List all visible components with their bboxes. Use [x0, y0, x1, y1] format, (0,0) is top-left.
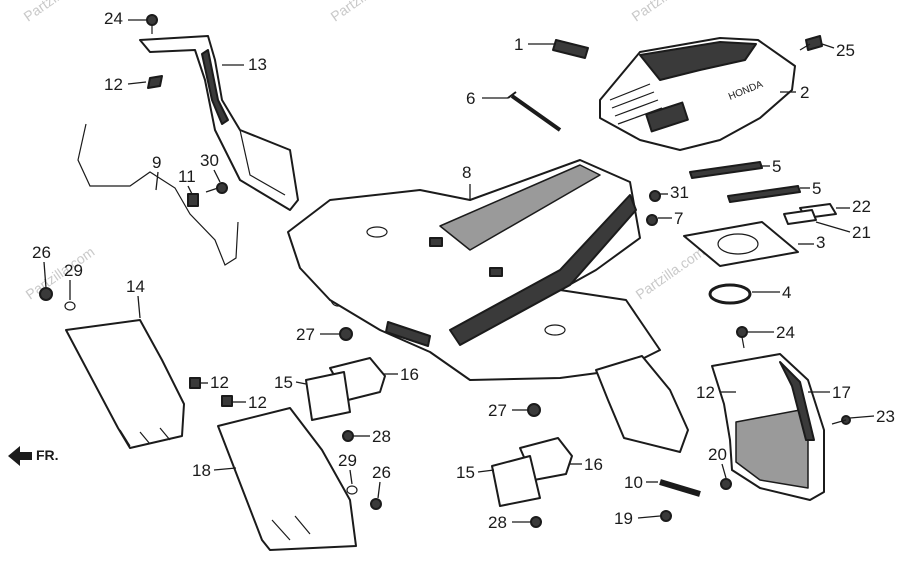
callout-28-center: 28	[488, 513, 507, 532]
callout-21: 21	[852, 223, 871, 242]
callout-22: 22	[852, 197, 871, 216]
part-10-rod	[659, 478, 732, 522]
callout-12-mid-a: 12	[210, 373, 229, 392]
callout-29-center: 29	[338, 451, 357, 470]
part-17-rear-flap	[711, 353, 825, 501]
callout-1: 1	[514, 35, 523, 54]
callout-10: 10	[624, 473, 643, 492]
callout-12-top: 12	[104, 75, 123, 94]
front-direction-arrow: FR.	[8, 446, 59, 466]
part-26-29-left	[39, 287, 76, 311]
callout-20: 20	[708, 445, 727, 464]
watermark-mid-right: Partzilla.com	[633, 243, 708, 302]
callout-15-center: 15	[456, 463, 475, 482]
callout-3: 3	[816, 233, 825, 252]
watermark-top-left: Partzilla.com	[21, 0, 96, 24]
part-6-rod	[507, 91, 562, 132]
part-9-cable	[77, 123, 239, 266]
callout-12-mid-b: 12	[248, 393, 267, 412]
callout-23: 23	[876, 407, 895, 426]
callout-layer: 24 13 12 9 11 30 26 29 14 12 12 27 15	[32, 9, 895, 532]
direction-label: FR.	[36, 447, 59, 463]
callout-28-left: 28	[372, 427, 391, 446]
inner-fender-right	[595, 355, 689, 453]
part-23-bolt	[831, 415, 851, 425]
callout-15-left: 15	[274, 373, 293, 392]
part-18-fender-flap	[217, 407, 357, 551]
part-14-mud-flap	[65, 319, 185, 449]
callout-19: 19	[614, 509, 633, 528]
callout-12-right: 12	[696, 383, 715, 402]
callout-14: 14	[126, 277, 145, 296]
part-1-tab	[552, 39, 589, 59]
callout-25: 25	[836, 41, 855, 60]
part-29-26-center	[346, 485, 382, 510]
callout-5-b: 5	[812, 179, 821, 198]
callout-29-left: 29	[64, 261, 83, 280]
callout-17: 17	[832, 383, 851, 402]
callout-18: 18	[192, 461, 211, 480]
callout-11: 11	[178, 167, 196, 186]
callout-30: 30	[200, 151, 219, 170]
callout-4: 4	[782, 283, 791, 302]
part-25-bolt	[799, 35, 823, 51]
callout-13: 13	[248, 55, 267, 74]
part-13-side-cover	[139, 35, 299, 211]
bracket-set-center	[491, 403, 573, 528]
callout-8: 8	[462, 163, 471, 182]
callout-16-center: 16	[584, 455, 603, 474]
callout-5-a: 5	[772, 157, 781, 176]
callout-27-left: 27	[296, 325, 315, 344]
callout-26-center: 26	[372, 463, 391, 482]
part-4-ring	[708, 283, 752, 305]
part-2-front-cover: HONDA	[599, 37, 796, 151]
part-22-21-plates	[783, 203, 837, 225]
callout-26-left: 26	[32, 243, 51, 262]
part-8-main-fender	[287, 159, 661, 381]
part-11-30-fasteners	[187, 182, 228, 207]
bracket-set-left	[305, 327, 386, 442]
part-31-7-screws	[646, 190, 661, 226]
part-12-clip-a	[147, 75, 163, 89]
callout-9: 9	[152, 153, 161, 172]
part-3-plate	[683, 221, 799, 267]
part-5-strips	[689, 161, 801, 203]
callout-24-right: 24	[776, 323, 795, 342]
callout-6: 6	[466, 89, 475, 108]
callout-7: 7	[674, 209, 683, 228]
callout-27-center: 27	[488, 401, 507, 420]
callout-16-left: 16	[400, 365, 419, 384]
part-24-bolt-a	[146, 14, 158, 34]
watermark-top-right: Partzilla.com	[629, 0, 704, 24]
watermark-top-center: Partzilla.com	[328, 0, 403, 24]
callout-24-top: 24	[104, 9, 123, 28]
callout-31: 31	[670, 183, 689, 202]
callout-2: 2	[800, 83, 809, 102]
